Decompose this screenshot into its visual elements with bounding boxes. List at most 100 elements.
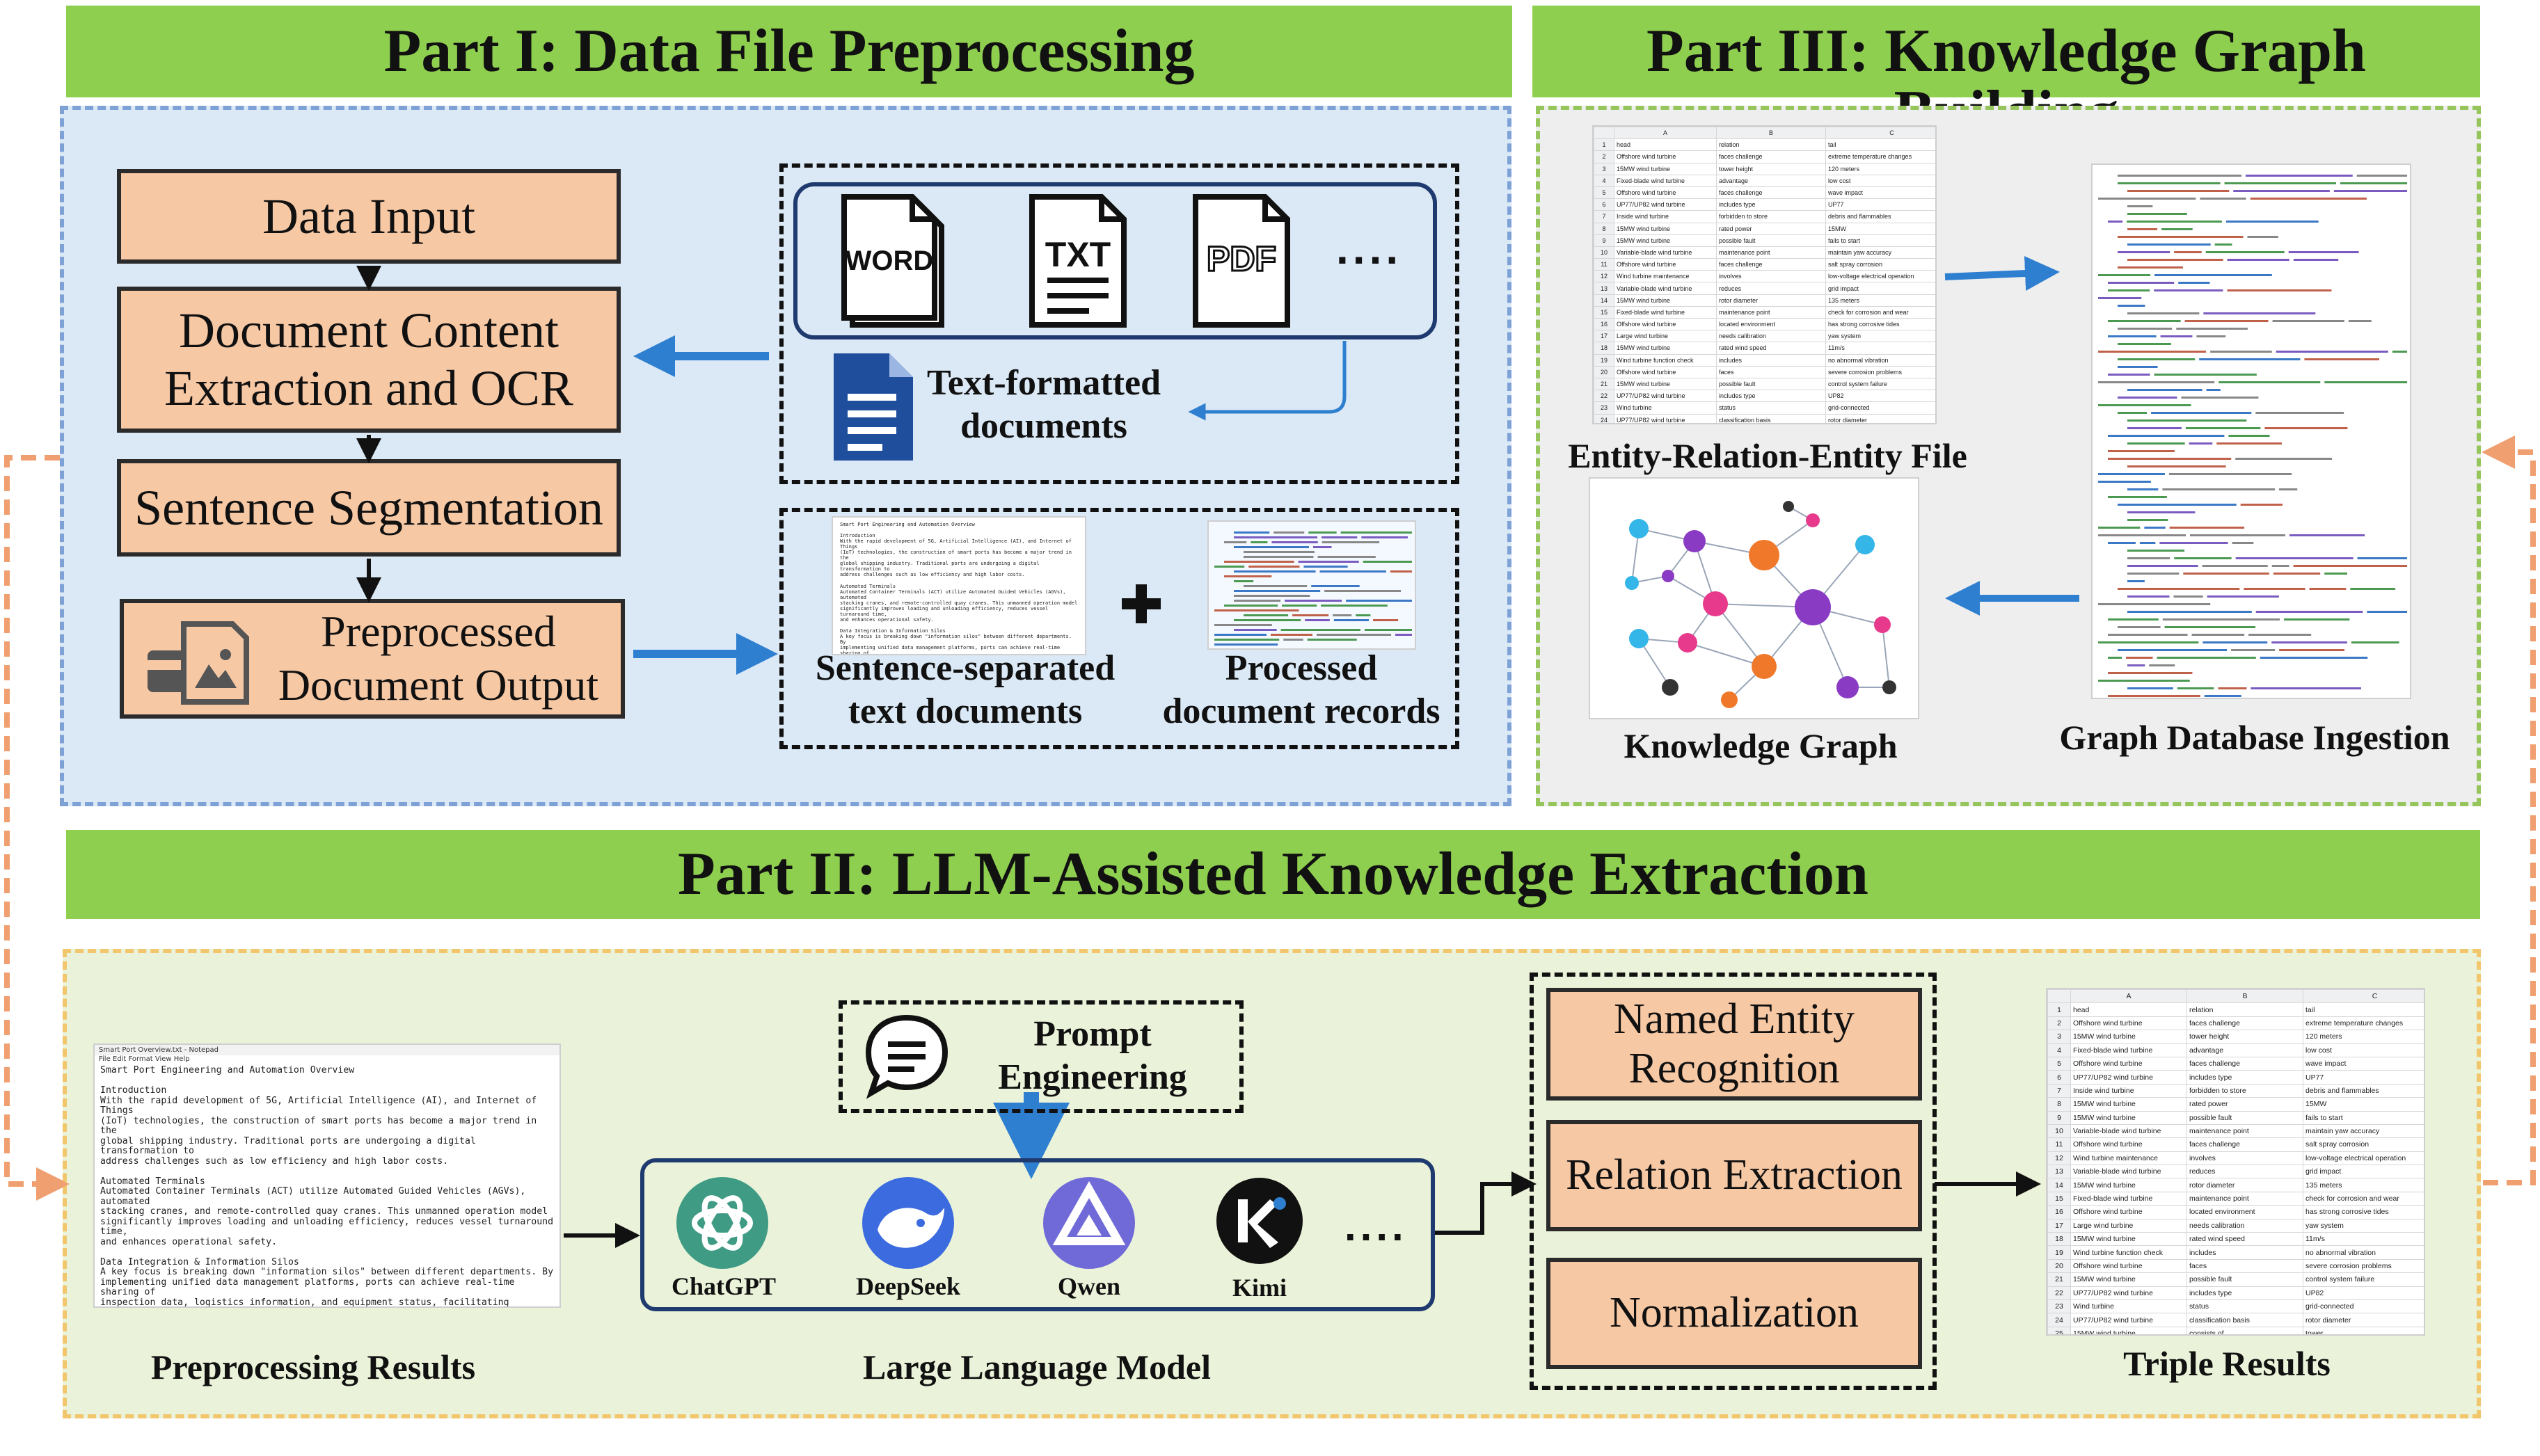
table-cell: 15MW wind turbine <box>1614 222 1717 235</box>
code-line <box>2127 550 2185 552</box>
table-cell: has strong corrosive tides <box>2303 1205 2424 1219</box>
step-content-extraction-ocr: Document Content Extraction and OCR <box>117 287 621 433</box>
code-line <box>2144 527 2166 529</box>
table-cell: located environment <box>2186 1205 2303 1219</box>
code-line <box>2164 626 2256 628</box>
code-thumbnail <box>2091 163 2411 699</box>
code-line <box>2264 427 2348 429</box>
code-line <box>2127 427 2182 429</box>
table-cell: UP82 <box>1825 390 1935 403</box>
table-cell: 13 <box>1594 282 1614 295</box>
code-line <box>2118 175 2241 177</box>
table-cell: 8 <box>2047 1097 2071 1112</box>
code-lines-graphic-large <box>2098 175 2407 697</box>
table-cell: B <box>1716 127 1826 140</box>
table-cell <box>1594 127 1614 140</box>
code-line <box>2276 351 2388 353</box>
table-cell: A <box>2070 989 2187 1004</box>
code-line <box>2098 404 2191 406</box>
code-line <box>2118 412 2148 414</box>
code-line <box>2108 657 2122 659</box>
code-line <box>2154 374 2257 376</box>
code-line <box>2098 534 2186 536</box>
code-line <box>2184 320 2269 322</box>
triple-results-label: Triple Results <box>2123 1344 2331 1383</box>
code-line <box>1234 536 1318 538</box>
table-cell: UP77/UP82 wind turbine <box>2070 1313 2187 1327</box>
table-cell: involves <box>1716 270 1826 283</box>
table-cell: faces challenge <box>2186 1137 2303 1152</box>
table-cell: 15MW wind turbine <box>2070 1097 2187 1112</box>
table-cell: rotor diameter <box>1716 294 1826 307</box>
sentence-doc-text: Smart Port Engineering and Automation Ov… <box>840 522 1078 655</box>
code-line <box>2324 381 2407 383</box>
table-cell: 23 <box>2047 1299 2071 1314</box>
table-cell: relation <box>2186 1002 2303 1017</box>
code-line <box>2127 312 2200 314</box>
code-line <box>1319 570 1386 573</box>
code-line <box>2118 266 2183 269</box>
task-normalization: Normalization <box>1546 1258 1922 1369</box>
table-cell: wave impact <box>1825 186 1935 200</box>
code-line <box>1214 624 1272 626</box>
table-cell: Fixed-blade wind turbine <box>2070 1191 2187 1206</box>
code-line <box>2235 458 2333 460</box>
pdf-file-icon: PDF <box>1190 191 1294 330</box>
table-cell: low cost <box>1825 174 1935 187</box>
code-line <box>2224 182 2336 184</box>
code-line <box>2185 427 2261 429</box>
code-line <box>2235 557 2354 559</box>
table-cell: tower height <box>2186 1030 2303 1044</box>
step-preprocessed-output: Preprocessed Document Output <box>120 599 625 719</box>
code-line <box>1214 643 1278 646</box>
code-line <box>1273 531 1305 534</box>
code-line <box>1303 566 1348 568</box>
table-cell: Variable-blade wind turbine <box>1614 282 1717 295</box>
code-line <box>2154 274 2272 276</box>
table-cell: located environment <box>1716 317 1826 331</box>
code-line <box>1361 536 1408 538</box>
table-cell: debris and flammables <box>2303 1083 2424 1098</box>
kimi-label: Kimi <box>1232 1274 1287 1302</box>
table-cell: 24 <box>1594 413 1614 423</box>
code-line <box>1317 634 1392 636</box>
code-line <box>2127 205 2153 207</box>
table-cell: Offshore wind turbine <box>1614 186 1717 200</box>
table-cell: 5 <box>1594 186 1614 200</box>
code-line <box>1363 561 1412 563</box>
table-cell: faces challenge <box>2186 1056 2303 1071</box>
code-line <box>1333 619 1370 621</box>
table-cell: 120 meters <box>2303 1030 2424 1044</box>
graph-node <box>1882 680 1896 694</box>
code-line <box>2225 221 2319 223</box>
code-line <box>1365 629 1412 631</box>
code-line <box>2118 182 2221 184</box>
code-line <box>1214 634 1267 636</box>
table-cell: 15MW wind turbine <box>2070 1178 2187 1192</box>
code-line <box>2127 687 2173 689</box>
table-cell: no abnormal vibration <box>2303 1245 2424 1260</box>
code-line <box>2118 343 2171 345</box>
table-cell: needs calibration <box>2186 1218 2303 1233</box>
table-cell: consists of <box>2186 1326 2303 1334</box>
code-line <box>1307 639 1357 641</box>
table-cell: 2 <box>1594 150 1614 163</box>
code-line <box>1248 566 1300 568</box>
table-cell: possible fault <box>2186 1272 2303 1287</box>
table-cell: 6 <box>1594 198 1614 211</box>
table-cell: 15MW wind turbine <box>2070 1030 2187 1044</box>
table-cell: 11m/s <box>2303 1232 2424 1247</box>
txt-file-icon: TXT <box>1026 191 1131 330</box>
code-line <box>2168 473 2292 475</box>
table-cell: rotor diameter <box>1825 413 1935 423</box>
table-cell: 18 <box>2047 1232 2071 1247</box>
